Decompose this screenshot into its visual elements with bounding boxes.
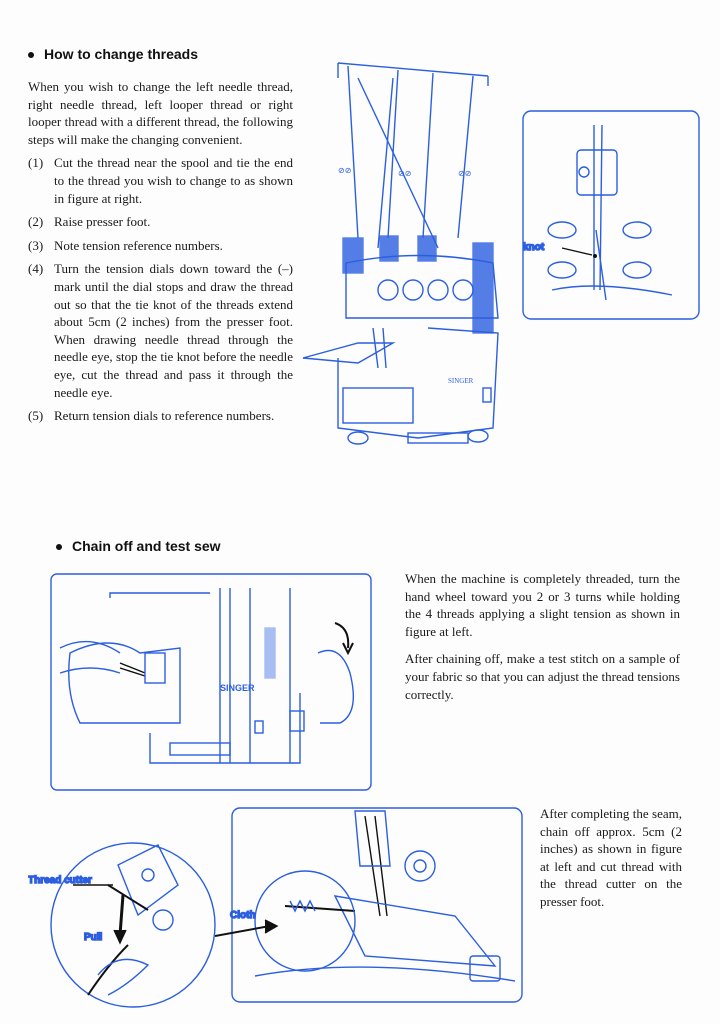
heading-text: How to change threads: [44, 46, 199, 62]
change-threads-text: When you wish to change the left needle …: [28, 78, 293, 425]
chain-off-text: When the machine is completely threaded,…: [405, 570, 680, 703]
cloth-label: Cloth: [230, 910, 256, 921]
step-item: (4) Turn the tension dials down toward th…: [28, 260, 293, 401]
svg-text:⊘⊘: ⊘⊘: [398, 169, 411, 178]
step-number: (5): [28, 408, 44, 424]
paragraph: After chaining off, make a test stitch o…: [405, 651, 680, 702]
pull-label: Pull: [84, 932, 103, 943]
step-text: Turn the tension dials down toward the (…: [54, 261, 293, 400]
step-number: (4): [28, 261, 44, 277]
step-number: (1): [28, 155, 44, 171]
steps-list: (1) Cut the thread near the spool and tie…: [28, 154, 293, 424]
tie-knot-label: Tie knot: [522, 242, 545, 253]
thread-cutter-label: Thread cutter: [28, 875, 92, 886]
svg-text:⊘⊘: ⊘⊘: [338, 166, 351, 175]
step-text: Raise presser foot.: [54, 214, 151, 230]
step-text: Return tension dials to reference number…: [54, 408, 275, 424]
step-item: (1) Cut the thread near the spool and tie…: [28, 154, 293, 207]
paragraph: After completing the seam, chain off app…: [540, 806, 682, 909]
section-heading-change-threads: How to change threads: [28, 46, 198, 62]
svg-text:⊘⊘: ⊘⊘: [458, 169, 471, 178]
cut-thread-text: After completing the seam, chain off app…: [540, 805, 682, 911]
section-heading-chain-off: Chain off and test sew: [56, 538, 221, 554]
step-text: Cut the thread near the spool and tie th…: [54, 155, 293, 206]
step-number: (2): [28, 214, 44, 230]
step-item: (3) Note tension reference numbers.: [28, 237, 293, 255]
thread-cutter-illustration: Thread cutter Pull: [28, 825, 228, 1015]
chain-off-illustration: SINGER: [50, 573, 374, 793]
heading-text: Chain off and test sew: [72, 538, 221, 554]
paragraph: When the machine is completely threaded,…: [405, 571, 680, 639]
bullet-icon: [56, 544, 62, 551]
presser-foot-illustration: Cloth: [215, 806, 525, 1006]
step-number: (3): [28, 237, 44, 253]
bullet-icon: [28, 52, 34, 59]
step-item: (2) Raise presser foot.: [28, 213, 293, 231]
step-item: (5) Return tension dials to reference num…: [28, 407, 293, 425]
serger-machine-illustration: ⊘⊘ ⊘⊘ ⊘⊘ SINGER: [298, 58, 508, 468]
intro-paragraph: When you wish to change the left needle …: [28, 79, 293, 147]
step-text: Note tension reference numbers.: [54, 237, 223, 253]
brand-logo: SINGER: [220, 683, 255, 693]
tie-knot-illustration: Tie knot: [522, 110, 702, 322]
brand-logo: SINGER: [448, 377, 474, 385]
